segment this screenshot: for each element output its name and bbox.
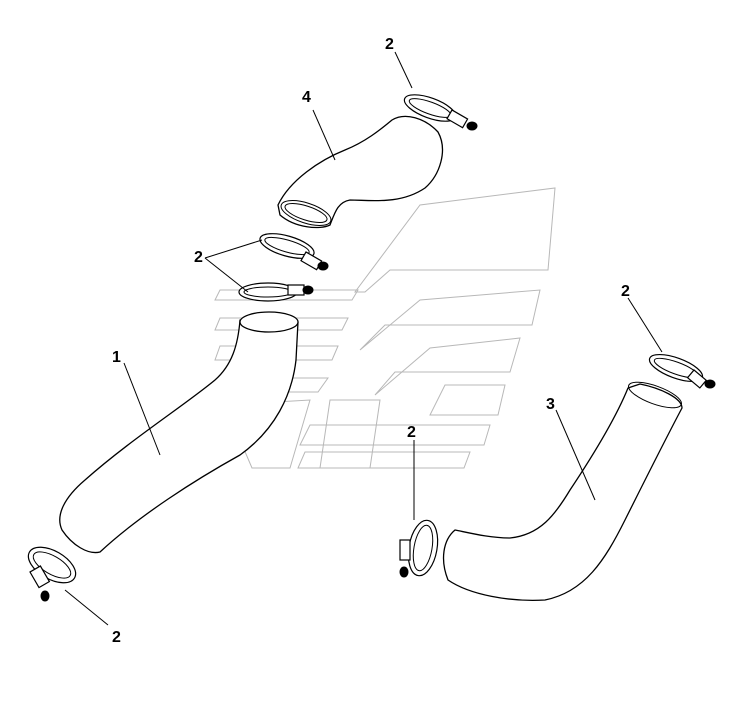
callout-hose-upper: 4	[302, 89, 311, 106]
callout-hose-right: 3	[546, 396, 555, 413]
callout-hose-lower: 1	[112, 349, 121, 366]
clamp-middle	[259, 233, 329, 271]
watermark-logo	[214, 187, 556, 469]
hose-upper	[277, 115, 444, 229]
clamp-top	[403, 94, 478, 131]
clamp-right	[648, 353, 716, 389]
clamp-center	[238, 282, 314, 302]
hose-right	[442, 381, 683, 601]
callout-clamp-bottom: 2	[112, 629, 121, 646]
hose-lower	[59, 311, 299, 554]
callout-clamp-middle: 2	[194, 249, 203, 266]
callout-clamp-right: 2	[621, 283, 630, 300]
clamp-vertical	[399, 519, 439, 578]
callout-clamp-top: 2	[385, 36, 394, 53]
leader-lines	[64, 51, 663, 626]
callout-clamp-center: 2	[407, 424, 416, 441]
clamp-bottom	[27, 546, 77, 602]
